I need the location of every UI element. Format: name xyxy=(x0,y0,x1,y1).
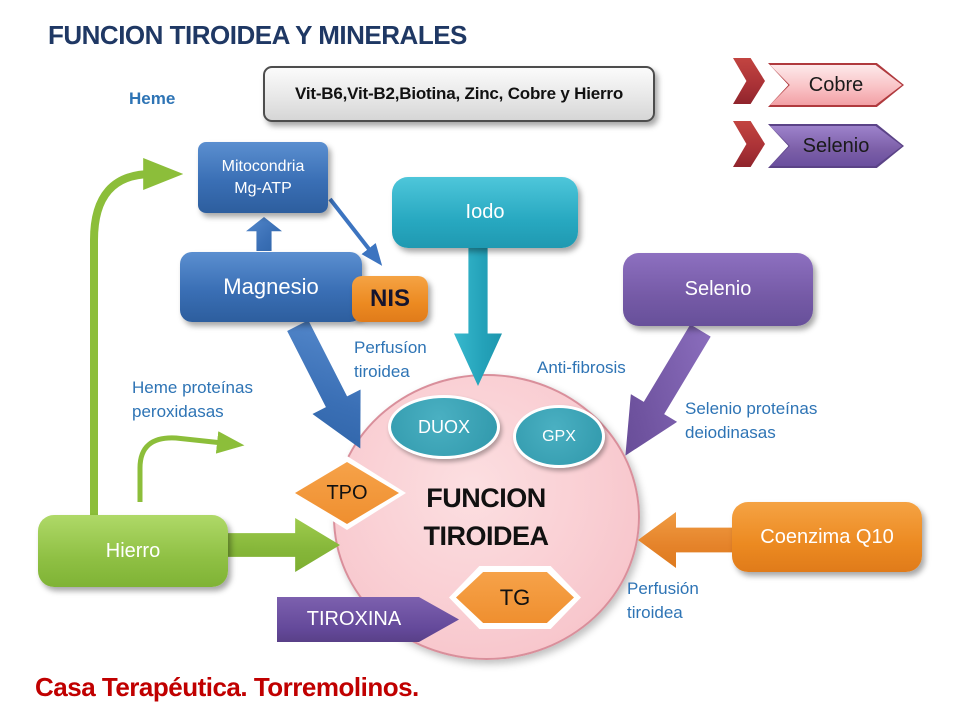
legend-selenio-banner: Selenio xyxy=(768,124,904,168)
perfusion-right-line1: Perfusión xyxy=(627,579,699,598)
coenzima-q10-box: Coenzima Q10 xyxy=(732,502,922,572)
center-title-line2: TIROIDEA xyxy=(423,521,549,551)
hierro-heme-proteins-curve-arrow xyxy=(137,431,245,502)
hierro-label: Hierro xyxy=(105,539,161,562)
legend-cobre-chevron-icon xyxy=(733,58,765,104)
duox-label: DUOX xyxy=(417,416,470,437)
gpx-ellipse: GPX xyxy=(513,405,605,468)
hierro-to-mitocondria-curve-arrow xyxy=(90,158,184,516)
legend-cobre-banner: Cobre xyxy=(768,63,904,107)
footer-credit: Casa Terapéutica. Torremolinos. xyxy=(35,672,419,702)
coenzima-to-circle-arrow xyxy=(638,512,738,568)
duox-ellipse: DUOX xyxy=(388,395,500,459)
legend-selenio-chevron-icon xyxy=(733,121,765,167)
heme-proteins-line1: Heme proteínas xyxy=(132,378,253,397)
tiroxina-arrow: TIROXINA xyxy=(277,597,459,642)
hierro-box: Hierro xyxy=(38,515,228,587)
coenzima-q10-label: Coenzima Q10 xyxy=(760,525,894,548)
heme-label: Heme xyxy=(129,89,176,108)
heme-proteins-line2: peroxidasas xyxy=(132,402,224,421)
vitamins-box: Vit-B6,Vit-B2,Biotina, Zinc, Cobre y Hie… xyxy=(263,66,655,122)
selenio-proteins-note: Selenio proteínas deiodinasas xyxy=(685,397,817,445)
center-title-line1: FUNCION xyxy=(426,483,546,513)
nis-box: NIS xyxy=(352,276,428,322)
center-title: FUNCION TIROIDEA xyxy=(386,479,586,555)
perfusion-right-line2: tiroidea xyxy=(627,603,683,622)
mitocondria-box: Mitocondria Mg-ATP xyxy=(198,142,328,213)
perfusion-left-line2: tiroidea xyxy=(354,362,410,381)
iodo-to-circle-arrow xyxy=(454,248,502,386)
page-title: FUNCION TIROIDEA Y MINERALES xyxy=(48,20,467,50)
selenio-proteins-line1: Selenio proteínas xyxy=(685,399,818,418)
legend-selenio-label: Selenio xyxy=(770,126,902,166)
mitocondria-to-nis-arrow xyxy=(328,197,383,266)
nis-label: NIS xyxy=(369,285,410,312)
magnesio-box: Magnesio xyxy=(180,252,362,322)
perfusion-right-note: Perfusión tiroidea xyxy=(627,577,699,625)
magnesio-label: Magnesio xyxy=(223,274,319,299)
vitamins-box-label: Vit-B6,Vit-B2,Biotina, Zinc, Cobre y Hie… xyxy=(295,84,623,103)
tiroxina-label: TIROXINA xyxy=(306,608,402,630)
legend-cobre-label: Cobre xyxy=(770,65,902,105)
tg-hexagon: TG xyxy=(449,566,581,629)
mitocondria-label-line2: Mg-ATP xyxy=(234,179,292,197)
perfusion-left-line1: Perfusíon xyxy=(354,338,427,357)
selenio-box: Selenio xyxy=(623,253,813,326)
anti-fibrosis-note: Anti-fibrosis xyxy=(537,358,626,377)
iodo-box: Iodo xyxy=(392,177,578,248)
hierro-to-circle-arrow xyxy=(222,518,340,572)
magnesio-to-mitocondria-arrow xyxy=(246,217,282,251)
selenio-proteins-line2: deiodinasas xyxy=(685,423,776,442)
iodo-label: Iodo xyxy=(465,201,505,223)
mitocondria-label-line1: Mitocondria xyxy=(221,157,305,175)
gpx-label: GPX xyxy=(542,427,576,445)
selenio-label: Selenio xyxy=(684,278,752,300)
heme-proteins-note: Heme proteínas peroxidasas xyxy=(132,376,253,424)
perfusion-left-note: Perfusíon tiroidea xyxy=(354,336,427,384)
tg-label: TG xyxy=(456,572,574,623)
